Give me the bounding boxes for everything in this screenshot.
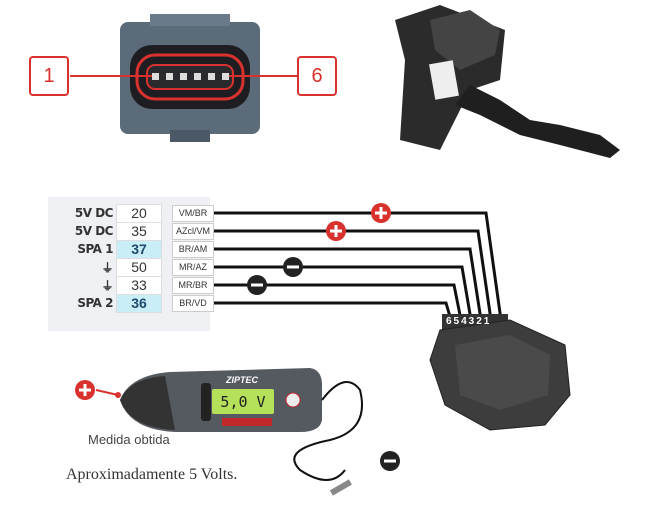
wire-color: VM/BR: [172, 204, 214, 222]
signal-label: 5V DC: [74, 224, 114, 238]
pin-label-first: 1: [29, 56, 69, 96]
multimeter-display: 5,0 V: [212, 389, 274, 414]
minus-icon: [247, 275, 267, 295]
connector-image: [70, 14, 297, 142]
signal-label: SPA 2: [77, 296, 113, 310]
wire-color: MR/BR: [172, 276, 214, 294]
ecu-pin: 50: [116, 257, 162, 277]
ecu-pin: 37: [116, 239, 162, 259]
plus-icon: [326, 221, 346, 241]
wire-color: AZcl/VM: [172, 222, 214, 240]
wiring-row: ⏚33 MR/BR: [48, 275, 214, 295]
wiring-row: ⏚50 MR/AZ: [48, 257, 214, 277]
minus-icon: [283, 257, 303, 277]
signal-label: SPA 1: [77, 242, 113, 256]
ecu-pin: 33: [116, 275, 162, 295]
ecu-pin: 20: [116, 203, 162, 223]
pedal-image: [395, 5, 620, 158]
tps-sensor-image: [429, 314, 571, 431]
ecu-pin: 35: [116, 221, 162, 241]
wire-color: MR/AZ: [172, 258, 214, 276]
multimeter-brand: ZIPTEC: [226, 375, 259, 385]
sensor-pin-numbers: 654321: [446, 316, 492, 327]
pin-label-last: 6: [297, 56, 337, 96]
measured-caption: Medida obtida: [88, 432, 170, 447]
plus-icon: [75, 380, 95, 400]
ground-icon: ⏚: [101, 260, 113, 275]
minus-icon: [380, 451, 400, 471]
result-caption: Aproximadamente 5 Volts.: [66, 466, 238, 483]
signal-label: 5V DC: [74, 206, 114, 220]
wire-color: BR/VD: [172, 294, 214, 312]
wires: [208, 211, 503, 321]
wire-color: BR/AM: [172, 240, 214, 258]
ground-icon: ⏚: [101, 278, 113, 293]
plus-icon: [371, 203, 391, 223]
ecu-pin: 36: [116, 293, 162, 313]
